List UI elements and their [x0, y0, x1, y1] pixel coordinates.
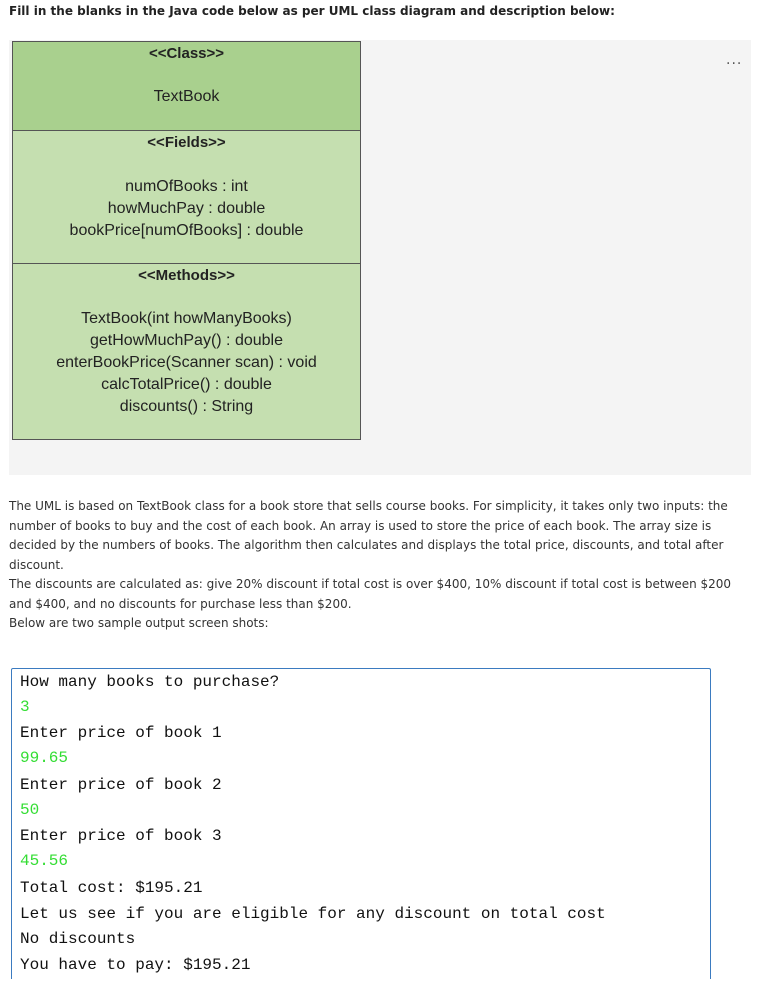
methods-stereotype: <<Methods>> [138, 267, 235, 284]
console-input-line: 50 [20, 801, 40, 819]
console-input-line: 45.56 [20, 852, 69, 870]
console-line: Enter price of book 2 [20, 776, 222, 794]
uml-methods-section: <<Methods>> TextBook(int howManyBooks) g… [13, 264, 360, 439]
method-item: calcTotalPrice() : double [101, 376, 272, 393]
description-paragraph: The discounts are calculated as: give 20… [9, 577, 732, 611]
field-item: numOfBooks : int [125, 178, 248, 195]
uml-class-section: <<Class>> TextBook [13, 42, 360, 131]
console-input-line: 99.65 [20, 749, 69, 767]
console-line: How many books to purchase? [20, 673, 280, 691]
console-line: You have to pay: $195.21 [20, 956, 251, 974]
console-input-line: 3 [20, 698, 30, 716]
uml-fields-section: <<Fields>> numOfBooks : int howMuchPay :… [13, 131, 360, 264]
fields-stereotype: <<Fields>> [147, 134, 226, 151]
console-line: No discounts [20, 930, 136, 948]
console-line: Enter price of book 3 [20, 827, 222, 845]
field-item: bookPrice[numOfBooks] : double [69, 222, 304, 239]
console-line: Enter price of book 1 [20, 724, 222, 742]
method-item: getHowMuchPay() : double [90, 332, 283, 349]
field-item: howMuchPay : double [107, 200, 266, 217]
sample-output-console: How many books to purchase? 3 Enter pric… [11, 668, 711, 979]
description: The UML is based on TextBook class for a… [9, 497, 754, 634]
console-line: Total cost: $195.21 [20, 879, 203, 897]
method-item: discounts() : String [119, 398, 254, 415]
description-paragraph: Below are two sample output screen shots… [9, 616, 269, 630]
question-title: Fill in the blanks in the Java code belo… [9, 4, 615, 18]
class-stereotype: <<Class>> [148, 45, 225, 62]
method-item: enterBookPrice(Scanner scan) : void [56, 354, 317, 371]
uml-class-diagram: <<Class>> TextBook <<Fields>> numOfBooks… [12, 41, 361, 440]
description-paragraph: The UML is based on TextBook class for a… [9, 499, 728, 572]
more-options-icon[interactable]: ... [726, 52, 743, 68]
method-item: TextBook(int howManyBooks) [81, 310, 292, 327]
console-line: Let us see if you are eligible for any d… [20, 905, 606, 923]
class-name: TextBook [153, 88, 220, 105]
